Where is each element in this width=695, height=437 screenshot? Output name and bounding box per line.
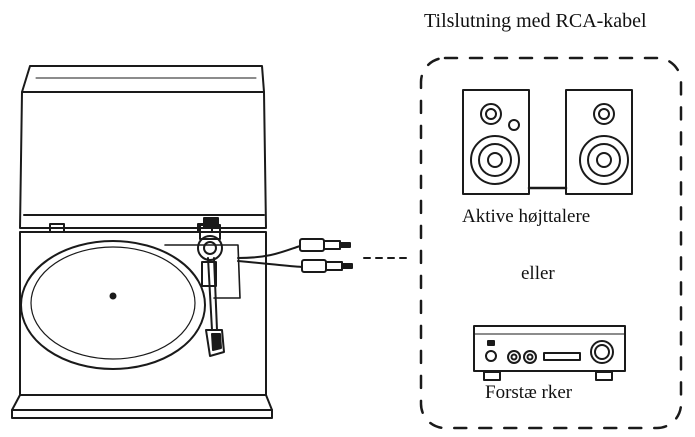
- speaker-icon: [463, 90, 632, 194]
- amplifier-icon: [474, 326, 625, 380]
- diagram-title: Tilslutning med RCA-kabel: [424, 10, 647, 32]
- turntable-icon: [12, 66, 272, 418]
- amplifier-label: Forstæ rker: [485, 382, 573, 403]
- destination-boundary: [421, 58, 681, 428]
- or-label: eller: [521, 263, 555, 284]
- speakers-label: Aktive højttalere: [462, 206, 591, 227]
- rca-cable-icon: [238, 239, 408, 272]
